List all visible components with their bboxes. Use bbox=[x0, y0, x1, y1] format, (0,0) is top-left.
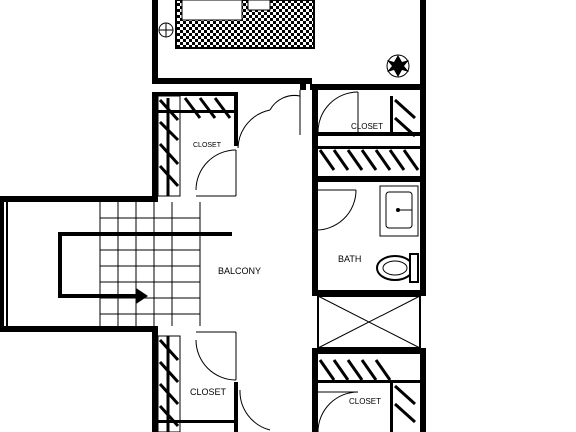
closet-upper-left bbox=[152, 92, 238, 200]
closet-lower-right bbox=[312, 354, 426, 432]
bath bbox=[312, 182, 426, 354]
closet-lower-left-label: CLOSET bbox=[190, 387, 227, 397]
hall-doors bbox=[195, 90, 357, 431]
closet-lower-right-label: CLOSET bbox=[349, 397, 381, 406]
stair-arrow-icon bbox=[58, 232, 232, 304]
plant-icon bbox=[386, 54, 410, 78]
closet-upper-right bbox=[312, 90, 426, 190]
closet-upper-right-label: CLOSET bbox=[351, 122, 383, 131]
bedroom-walls bbox=[152, 0, 426, 90]
stair-enclosure bbox=[0, 190, 237, 340]
lamp-icon bbox=[158, 22, 174, 38]
shower-icon bbox=[312, 295, 426, 354]
toilet-icon bbox=[376, 253, 419, 283]
sink-icon bbox=[379, 185, 419, 237]
stair-treads bbox=[99, 202, 201, 326]
bath-label: BATH bbox=[338, 254, 361, 264]
closet-upper-left-label: CLOSET bbox=[193, 142, 222, 149]
closet-lower-left bbox=[152, 332, 238, 432]
bed bbox=[175, 0, 315, 49]
balcony-label: BALCONY bbox=[218, 266, 261, 276]
